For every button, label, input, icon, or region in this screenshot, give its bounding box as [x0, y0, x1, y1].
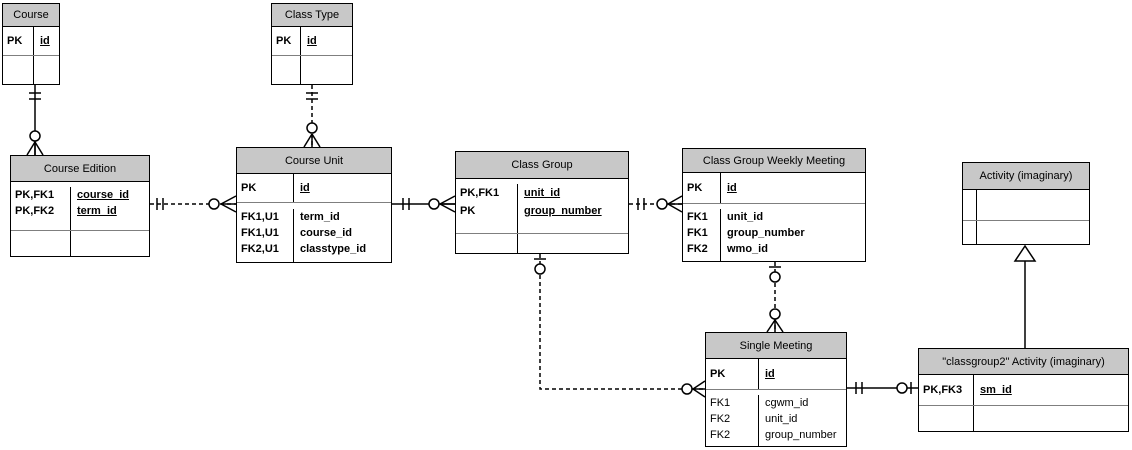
attribute-name: course_id — [77, 189, 129, 201]
attribute-name: cgwm_id — [765, 397, 809, 409]
attribute-name: course_id — [300, 227, 352, 239]
key-label: FK2,U1 — [241, 243, 279, 255]
connector-activity-inheritance — [1013, 244, 1037, 348]
attribute-name: sm_id — [980, 384, 1012, 396]
key-label: PK,FK2 — [15, 205, 55, 217]
entity-course-edition[interactable]: Course Edition PK,FK1 PK,FK2 course_id t… — [10, 155, 150, 257]
entity-title: Course Edition — [11, 156, 149, 182]
key-label: PK,FK3 — [923, 384, 963, 396]
key-label: PK,FK1 — [460, 187, 500, 199]
entity-course-unit[interactable]: Course Unit PK id FK1,U1 FK1,U1 FK2,U1 t… — [236, 147, 392, 263]
attribute-name: term_id — [300, 211, 340, 223]
entity-title: Course Unit — [237, 148, 391, 174]
entity-class-type[interactable]: Class Type PK id — [271, 3, 353, 85]
empty-row — [456, 233, 628, 254]
entity-title: "classgroup2" Activity (imaginary) — [919, 349, 1128, 375]
empty-row — [3, 55, 59, 85]
attribute-name: classtype_id — [300, 243, 367, 255]
key-label: PK — [687, 182, 703, 194]
key-label: FK1 — [687, 211, 708, 223]
entity-course[interactable]: Course PK id — [2, 3, 60, 85]
attribute-name: id — [40, 35, 50, 47]
attribute-name: id — [300, 182, 310, 194]
connector-class-group-single-meeting — [534, 254, 706, 398]
entity-activity-imaginary[interactable]: Activity (imaginary) — [962, 162, 1090, 245]
attribute-name: unit_id — [765, 413, 798, 425]
attribute-name: id — [307, 35, 317, 47]
entity-classgroup2-activity[interactable]: "classgroup2" Activity (imaginary) PK,FK… — [918, 348, 1129, 432]
empty-row — [919, 405, 1128, 432]
connector-course-course-edition — [26, 85, 44, 156]
entity-single-meeting[interactable]: Single Meeting PK id FK1 FK2 FK2 cgwm_id… — [705, 332, 847, 447]
entity-title: Class Group — [456, 152, 628, 179]
key-label: PK — [241, 182, 257, 194]
entity-title: Activity (imaginary) — [963, 163, 1089, 190]
key-label: FK2 — [710, 413, 731, 425]
attribute-name: unit_id — [524, 187, 561, 199]
connector-cgwm-single-meeting — [766, 262, 784, 333]
entity-class-group[interactable]: Class Group PK,FK1 PK unit_id group_numb… — [455, 151, 629, 254]
attribute-name: wmo_id — [727, 243, 768, 255]
key-label: FK1,U1 — [241, 211, 279, 223]
attribute-name: id — [765, 368, 775, 380]
key-label: FK2 — [687, 243, 708, 255]
entity-class-group-weekly-meeting[interactable]: Class Group Weekly Meeting PK id FK1 FK1… — [682, 148, 866, 262]
key-label: PK — [460, 205, 476, 217]
attribute-name: id — [727, 182, 737, 194]
empty-row — [272, 55, 352, 85]
entity-title: Class Type — [272, 4, 352, 27]
key-label: PK — [710, 368, 726, 380]
attribute-name: term_id — [77, 205, 117, 217]
connector-course-unit-class-group — [392, 195, 456, 213]
key-label: FK1 — [687, 227, 708, 239]
connector-course-edition-course-unit — [150, 195, 237, 213]
attribute-name: group_number — [765, 429, 837, 441]
key-label: FK2 — [710, 429, 731, 441]
key-label: FK1,U1 — [241, 227, 279, 239]
attribute-name: group_number — [727, 227, 805, 239]
entity-title: Course — [3, 4, 59, 27]
connector-class-group-cgwm — [629, 195, 683, 213]
key-label: PK — [276, 35, 292, 47]
empty-row — [963, 190, 1089, 220]
key-label: PK — [7, 35, 23, 47]
connector-single-meeting-classgroup2 — [847, 382, 918, 394]
empty-row — [11, 230, 149, 257]
connector-classtype-course-unit — [303, 85, 321, 148]
empty-row — [963, 220, 1089, 245]
entity-title: Single Meeting — [706, 333, 846, 359]
key-label: FK1 — [710, 397, 731, 409]
entity-title: Class Group Weekly Meeting — [683, 149, 865, 173]
attribute-name: unit_id — [727, 211, 764, 223]
attribute-name: group_number — [524, 205, 602, 217]
key-label: PK,FK1 — [15, 189, 55, 201]
